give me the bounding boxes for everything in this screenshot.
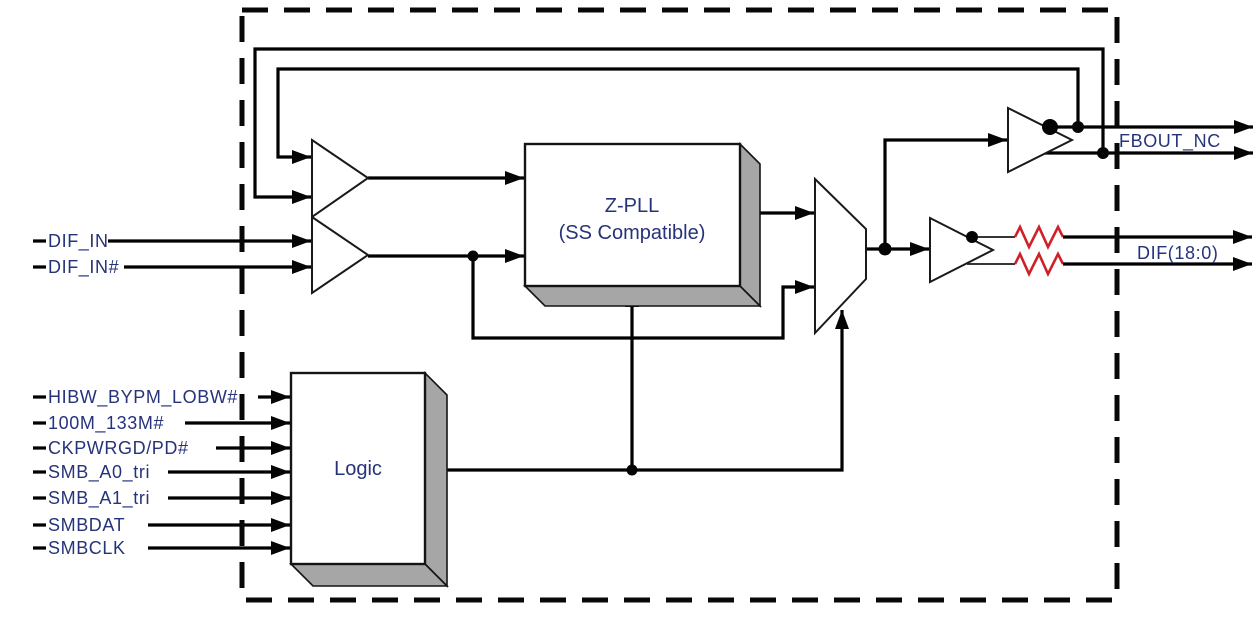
smbdat-label: SMBDAT: [48, 515, 125, 535]
zpll-shadow-bottom: [523, 285, 762, 307]
smb-a1-tri-label: SMB_A1_tri: [48, 488, 150, 509]
junction-dot: [1042, 119, 1058, 135]
feedback-receiver-buffer: [311, 138, 370, 219]
logic-block: Logic: [289, 371, 449, 588]
signal-labels: DIF_IN DIF_IN# HIBW_BYPM_LOBW# 100M_133M…: [48, 131, 1221, 558]
junction-dot: [1097, 147, 1109, 159]
zpll-label-line2: (SS Compatible): [559, 222, 706, 244]
junction-dot: [626, 464, 638, 476]
wires: [33, 47, 1253, 555]
smbclk-label: SMBCLK: [48, 538, 126, 558]
fbout-nc-label: FBOUT_NC: [1119, 131, 1221, 152]
fbout-branch-wire: [883, 133, 1007, 249]
junction-dot: [467, 250, 479, 262]
dif-in-label: DIF_IN: [48, 231, 109, 252]
junction-dot: [1072, 121, 1084, 133]
zpll-body: [523, 142, 742, 288]
hibw-bypm-lobw-label: HIBW_BYPM_LOBW#: [48, 387, 238, 408]
series-resistor-n: [1013, 250, 1065, 278]
label-stubs: [33, 239, 46, 550]
chip-boundary: [239, 7, 1120, 603]
logic-out-wire: [447, 310, 849, 472]
logic-shadow-bottom: [289, 563, 449, 587]
output-mux: [814, 176, 867, 336]
ckpwrgd-pd-label: CKPWRGD/PD#: [48, 438, 189, 458]
zpll-block: Z-PLL (SS Compatible): [523, 142, 762, 308]
pll-bypass-wire: [471, 256, 814, 340]
feedback-outer-wire: [253, 47, 1105, 204]
dif-18-0-label: DIF(18:0): [1137, 243, 1218, 263]
junction-dot: [878, 242, 892, 256]
logic-label: Logic: [334, 458, 382, 480]
fbout-buffer: [1007, 106, 1075, 174]
logic-shadow-right: [424, 371, 448, 588]
zpll-shadow-right: [739, 142, 761, 308]
dif-in-n-label: DIF_IN#: [48, 257, 119, 278]
100m-133m-label: 100M_133M#: [48, 413, 164, 434]
logic-body: [289, 371, 427, 566]
series-resistor-p: [1013, 223, 1065, 251]
dif-output-buffer: [929, 216, 996, 284]
smb-a0-tri-label: SMB_A0_tri: [48, 462, 150, 483]
zpll-label-line1: Z-PLL: [605, 195, 659, 217]
dif-receiver-buffer: [311, 215, 370, 295]
junction-dots: [467, 119, 1109, 476]
feedback-inner-wire: [276, 67, 1080, 164]
junction-dot: [966, 231, 978, 243]
